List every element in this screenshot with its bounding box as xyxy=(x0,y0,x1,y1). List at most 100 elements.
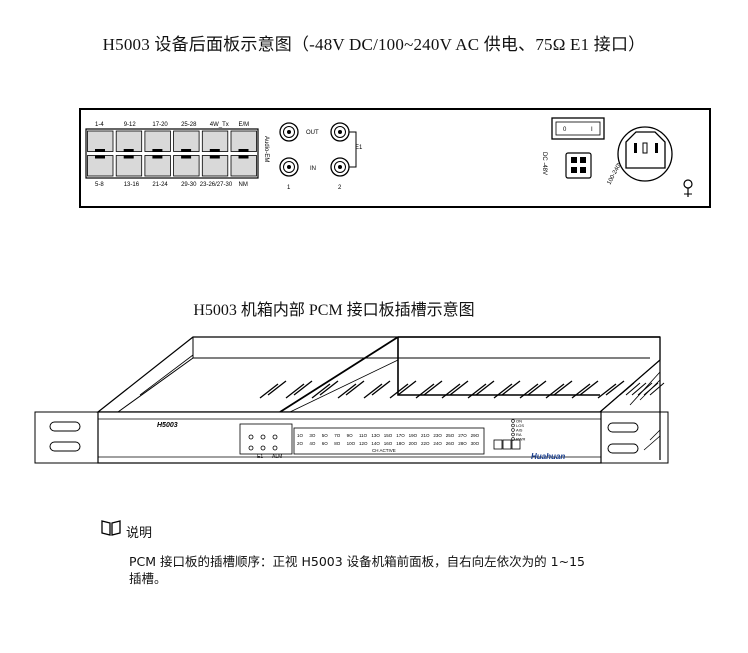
rj45-latch xyxy=(123,149,134,152)
status-led xyxy=(511,437,515,441)
ch-led-label: 26O xyxy=(446,441,455,446)
ch-led-label: 25O xyxy=(446,433,455,438)
ch-led-label: 14O xyxy=(371,441,380,446)
rj45-latch xyxy=(123,155,134,159)
ch-led-label: 16O xyxy=(384,441,393,446)
rj45-latch xyxy=(209,155,220,159)
huahuan-logo: Huahuan xyxy=(531,452,565,461)
note-text: PCM 接口板的插槽顺序：正视 H5003 设备机箱前面板，自右向左依次为的 1… xyxy=(129,554,585,586)
bnc-out-label: OUT xyxy=(306,130,319,136)
rj45-port xyxy=(230,155,257,177)
ch-led-label: 29O xyxy=(471,433,480,438)
vent-slot xyxy=(527,380,547,396)
ch-led-label: 5O xyxy=(322,433,329,438)
vent-slot xyxy=(637,382,653,396)
rj45-port xyxy=(87,155,114,177)
ch-led-label: 21O xyxy=(421,433,430,438)
note-label: 说明 xyxy=(126,526,153,541)
e1-front-label: E1 xyxy=(257,454,263,460)
vent-slot xyxy=(519,383,539,399)
vent-slot xyxy=(625,382,641,396)
ch-led-label: 1O xyxy=(297,433,304,438)
bnc-number-1: 1 xyxy=(287,185,291,191)
switch-on-label: I xyxy=(591,127,593,133)
vent-slot xyxy=(605,380,625,396)
status-led-label: LOS xyxy=(516,423,524,428)
ch-led-label: 10O xyxy=(347,441,356,446)
vent-slot xyxy=(389,383,409,399)
rj45-latch xyxy=(95,155,105,159)
chassis-diagram: 1O2O3O4O5O6O7O8O9O10O11O12O13O14O15O16O1… xyxy=(34,336,669,464)
bnc-out-1-connector xyxy=(279,122,299,142)
rj45-latch xyxy=(181,155,192,159)
ch-led-label: 19O xyxy=(409,433,418,438)
ch-led-label: 7O xyxy=(334,433,341,438)
vent-slot xyxy=(643,382,659,396)
ch-led-label: 28O xyxy=(458,441,467,446)
rj45-latch xyxy=(152,155,163,159)
vent-slot xyxy=(571,383,591,399)
rj45-latch xyxy=(209,149,220,152)
rj45-port xyxy=(201,130,229,152)
ch-led-label: 15O xyxy=(384,433,393,438)
status-led xyxy=(511,428,515,432)
bnc-number-2: 2 xyxy=(338,185,342,191)
chassis-brand: H5003 xyxy=(157,422,178,429)
ch-led-label: 27O xyxy=(458,433,467,438)
vent-slot xyxy=(619,382,635,396)
port-label-bottom: 13-16 xyxy=(124,182,140,188)
vent-slot xyxy=(441,383,461,399)
vent-slot xyxy=(553,380,573,396)
ch-led-label: 30O xyxy=(471,441,480,446)
ch-led-label: 18O xyxy=(396,441,405,446)
status-led-label: PWR xyxy=(516,437,525,442)
port-label-bottom: 5-8 xyxy=(95,182,104,188)
bnc-in-1-connector xyxy=(279,157,299,177)
ground-icon xyxy=(683,179,693,197)
vent-slot xyxy=(545,383,565,399)
port-label-top: 9-12 xyxy=(124,122,137,128)
rj45-port xyxy=(201,155,229,177)
ch-led-label: 22O xyxy=(421,441,430,446)
vent-slot xyxy=(363,383,383,399)
vent-slot xyxy=(649,382,665,396)
vent-slot xyxy=(345,380,365,396)
audio-em-label: Audio-EM xyxy=(263,136,269,162)
vent-slot xyxy=(371,380,391,396)
rj45-port xyxy=(115,130,143,152)
vent-slot xyxy=(449,380,469,396)
vent-slot xyxy=(397,380,417,396)
right-mounting-ear xyxy=(600,411,669,464)
vent-slot xyxy=(423,380,443,396)
status-led-label: ON xyxy=(516,419,522,424)
ventilation-slots xyxy=(259,380,665,399)
vent-slot xyxy=(493,383,513,399)
ch-led-label: 23O xyxy=(433,433,442,438)
rj45-port xyxy=(144,155,171,177)
ch-led-label: 3O xyxy=(309,433,316,438)
bnc-in-label: IN xyxy=(310,166,316,172)
ch-led-label: 17O xyxy=(396,433,405,438)
alm-label: ALM xyxy=(272,454,282,460)
vent-slot xyxy=(501,380,521,396)
bottom-diagram-title: H5003 机箱内部 PCM 接口板插槽示意图 xyxy=(193,302,475,319)
power-switch xyxy=(551,117,605,140)
rj45-latch xyxy=(152,149,163,152)
status-led-label: RA xyxy=(516,432,522,437)
vent-slot xyxy=(285,383,305,399)
ch-led-label: 9O xyxy=(347,433,354,438)
rj45-port-block xyxy=(85,128,259,179)
bnc-out-2-connector xyxy=(330,122,350,142)
vent-slot xyxy=(311,383,331,399)
vent-slot xyxy=(293,380,313,396)
ch-led-label: 12O xyxy=(359,441,368,446)
port-label-bottom: NM xyxy=(239,182,248,188)
vent-slot xyxy=(631,382,647,396)
port-label-top: E/M xyxy=(239,122,250,128)
vent-slot xyxy=(579,380,599,396)
vent-slot xyxy=(337,383,357,399)
port-label-bottom: 29-30 xyxy=(181,182,197,188)
console-ports xyxy=(493,439,521,450)
vent-slot xyxy=(319,380,339,396)
